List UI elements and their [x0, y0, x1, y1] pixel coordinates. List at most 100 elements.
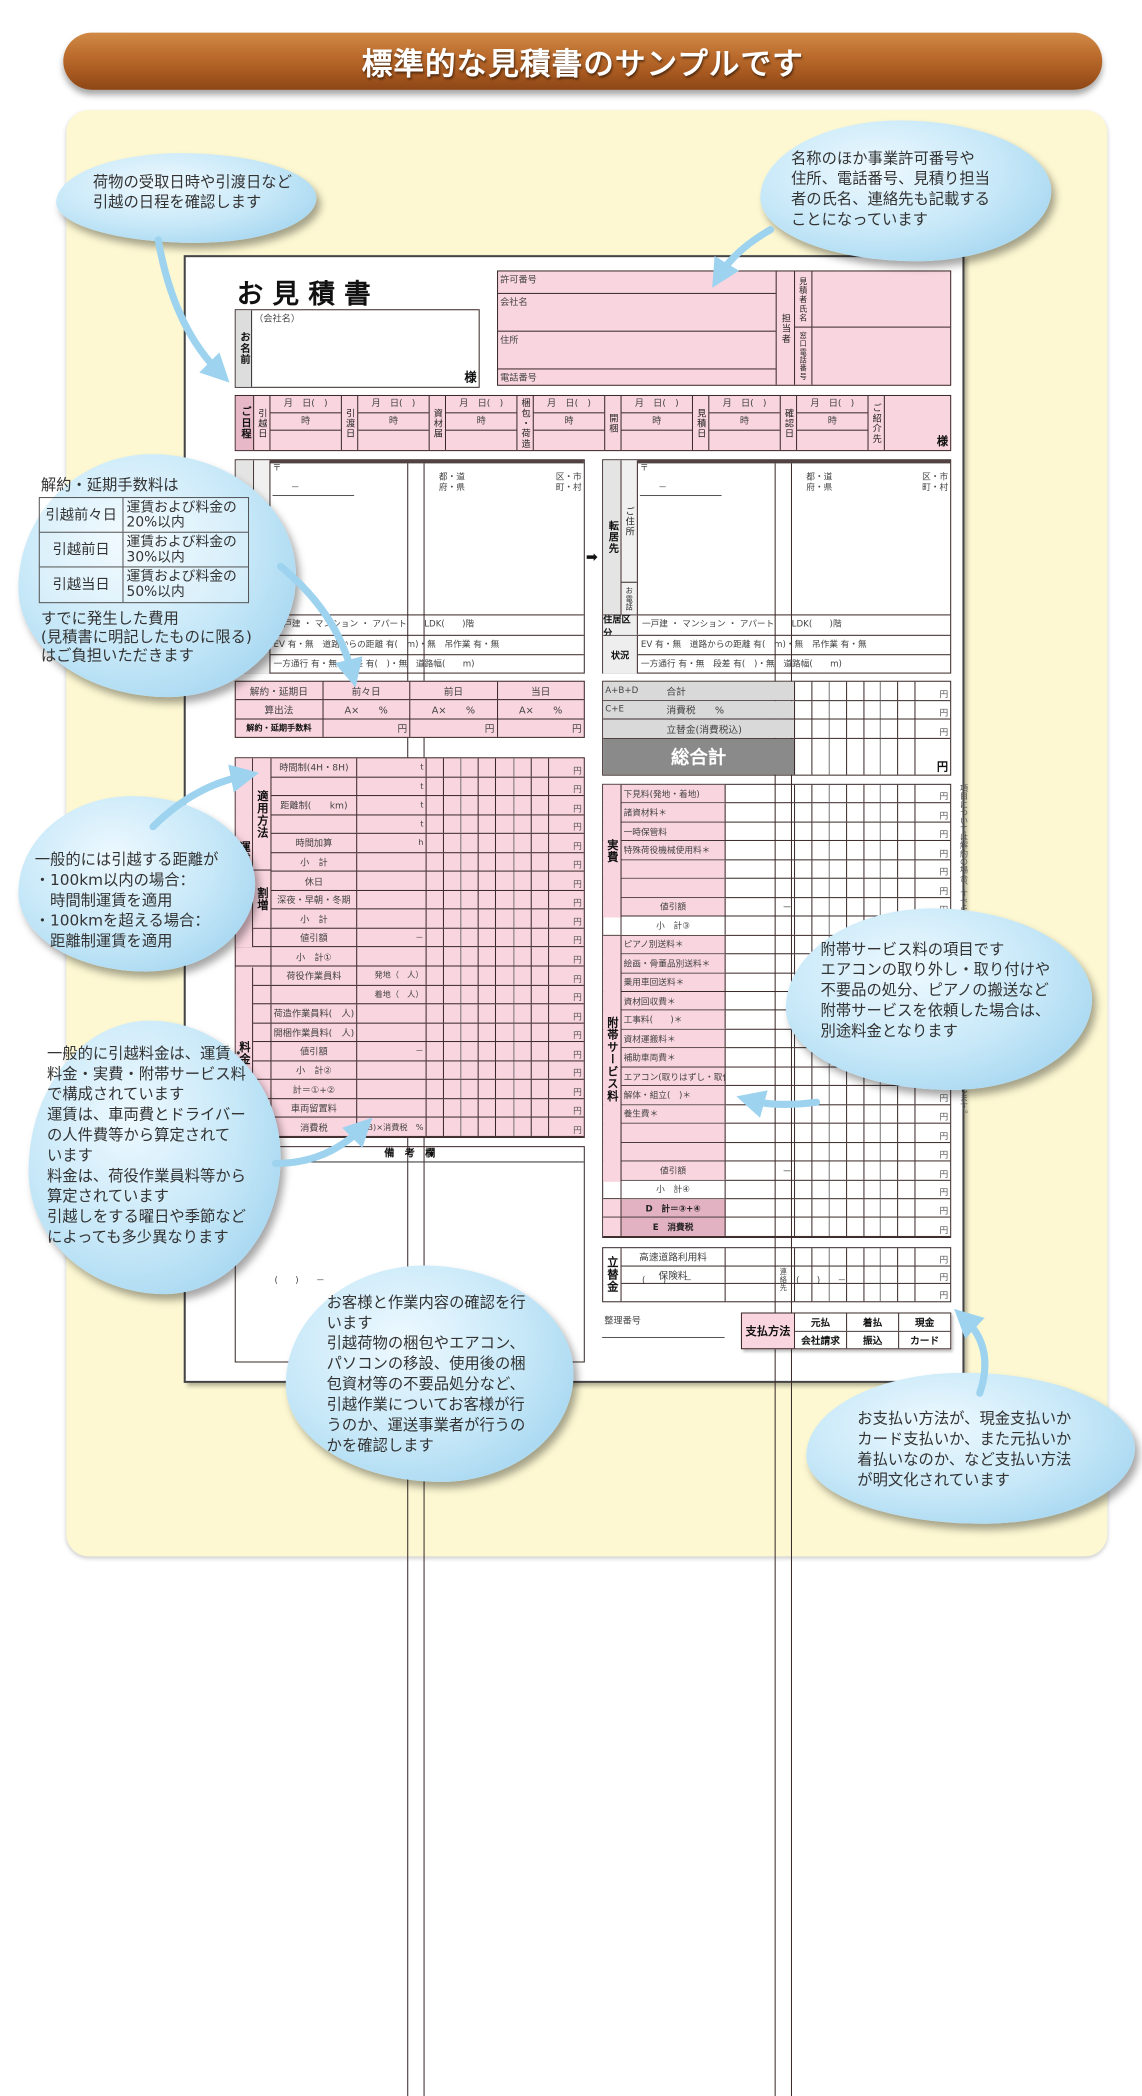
digit-cell[interactable]: [795, 1124, 812, 1142]
digit-cell[interactable]: [812, 1143, 829, 1161]
fare-item-note[interactable]: (A+B)×消費税 %: [358, 1118, 427, 1136]
digit-cell[interactable]: [496, 1004, 513, 1022]
digit-cell[interactable]: [462, 967, 479, 985]
digit-cell[interactable]: [812, 1248, 829, 1265]
digit-cell[interactable]: [864, 841, 881, 859]
status-line-2[interactable]: 一方通行 有・無 段差 有( )・無 道路幅( m): [638, 655, 950, 673]
digit-cell[interactable]: [881, 738, 898, 774]
digit-cell[interactable]: [795, 682, 812, 700]
actual-item-note[interactable]: [726, 1180, 795, 1198]
digit-cell[interactable]: [479, 1023, 496, 1041]
fare-item-note[interactable]: －: [358, 1042, 427, 1060]
digit-cell[interactable]: [830, 1105, 847, 1123]
schedule-item-fields[interactable]: 月 日( )時: [358, 396, 429, 450]
digit-cell[interactable]: [830, 841, 847, 859]
digit-cell[interactable]: [427, 872, 444, 890]
digit-cell[interactable]: 円: [916, 860, 950, 878]
schedule-extra[interactable]: [534, 431, 604, 450]
digit-cell[interactable]: [444, 777, 461, 795]
actual-digits[interactable]: 円: [795, 841, 950, 859]
payment-option[interactable]: カード: [899, 1331, 950, 1348]
digit-cell[interactable]: [514, 758, 531, 776]
actual-item-note[interactable]: [726, 992, 795, 1010]
digit-cell[interactable]: [830, 879, 847, 897]
digit-cell[interactable]: [847, 1266, 864, 1283]
digit-cell[interactable]: [898, 879, 915, 897]
digit-cell[interactable]: [531, 967, 548, 985]
digit-cell[interactable]: [847, 841, 864, 859]
digit-cell[interactable]: [881, 1162, 898, 1180]
digit-cell[interactable]: [514, 1042, 531, 1060]
actual-item-note[interactable]: －: [726, 1162, 795, 1180]
fare-item-note[interactable]: t: [358, 777, 427, 795]
schedule-time[interactable]: 時: [270, 413, 340, 430]
digit-cell[interactable]: [531, 948, 548, 966]
status-line-1[interactable]: EV 有・無 道路からの距離 有( m)・無 吊作業 有・無: [638, 636, 950, 655]
digit-cell[interactable]: [847, 898, 864, 916]
schedule-date[interactable]: 月 日( ): [270, 396, 340, 413]
actual-digits[interactable]: 円: [795, 1199, 950, 1217]
actual-item-note[interactable]: [726, 1143, 795, 1161]
fare-digits[interactable]: 円: [427, 929, 584, 947]
digit-cell[interactable]: [427, 1061, 444, 1079]
actual-digits[interactable]: 円: [795, 1180, 950, 1198]
digit-cell[interactable]: [531, 1099, 548, 1117]
digit-cell[interactable]: [479, 796, 496, 814]
digit-cell[interactable]: 円: [549, 1118, 584, 1136]
schedule-date[interactable]: 月 日( ): [797, 396, 867, 413]
digit-cell[interactable]: [514, 985, 531, 1003]
digit-cell[interactable]: 円: [916, 1266, 950, 1283]
digit-cell[interactable]: [898, 682, 915, 700]
digit-cell[interactable]: [496, 777, 513, 795]
digit-cell[interactable]: [514, 1080, 531, 1098]
digit-cell[interactable]: 円: [549, 985, 584, 1003]
digit-cell[interactable]: 円: [549, 758, 584, 776]
digit-cell[interactable]: [812, 804, 829, 822]
digit-cell[interactable]: [847, 682, 864, 700]
digit-cell[interactable]: [514, 1004, 531, 1022]
digit-cell[interactable]: [479, 815, 496, 833]
fare-item-note[interactable]: [358, 1099, 427, 1117]
digit-cell[interactable]: [479, 1004, 496, 1022]
fare-item-note[interactable]: [358, 910, 427, 928]
digit-cell[interactable]: [795, 917, 812, 935]
digit-cell[interactable]: [830, 804, 847, 822]
fare-digits[interactable]: 円: [427, 834, 584, 852]
advance-item-note[interactable]: [726, 1248, 795, 1265]
schedule-extra[interactable]: [446, 431, 516, 450]
digit-cell[interactable]: [514, 1118, 531, 1136]
actual-item-note[interactable]: [726, 1124, 795, 1142]
digit-cell[interactable]: [444, 853, 461, 871]
fare-item-note[interactable]: h: [358, 834, 427, 852]
digit-cell[interactable]: [864, 804, 881, 822]
digit-cell[interactable]: [864, 701, 881, 719]
digit-cell[interactable]: [479, 758, 496, 776]
fare-digits[interactable]: 円: [427, 796, 584, 814]
digit-cell[interactable]: [514, 872, 531, 890]
digit-cell[interactable]: [898, 841, 915, 859]
digit-cell[interactable]: [444, 815, 461, 833]
digit-cell[interactable]: [795, 1067, 812, 1085]
fare-digits[interactable]: 円: [427, 1099, 584, 1117]
digit-cell[interactable]: [864, 879, 881, 897]
digit-cell[interactable]: [427, 853, 444, 871]
digit-cell[interactable]: [864, 1199, 881, 1217]
actual-digits[interactable]: 円: [795, 1218, 950, 1236]
fare-item-note[interactable]: －: [358, 929, 427, 947]
digit-cell[interactable]: [812, 1199, 829, 1217]
company-field[interactable]: 住所: [498, 332, 776, 370]
actual-item-note[interactable]: [726, 1049, 795, 1067]
digit-cell[interactable]: 円: [916, 1124, 950, 1142]
digit-cell[interactable]: [427, 910, 444, 928]
digit-cell[interactable]: [830, 1248, 847, 1265]
digit-cell[interactable]: [427, 891, 444, 909]
digit-cell[interactable]: 円: [549, 967, 584, 985]
digit-cell[interactable]: [531, 853, 548, 871]
digit-cell[interactable]: [496, 948, 513, 966]
digit-cell[interactable]: [881, 823, 898, 841]
digit-cell[interactable]: [479, 929, 496, 947]
actual-digits[interactable]: 円: [795, 804, 950, 822]
schedule-extra[interactable]: [797, 431, 867, 450]
digit-cell[interactable]: [898, 1124, 915, 1142]
schedule-item-fields[interactable]: 月 日( )時: [446, 396, 517, 450]
